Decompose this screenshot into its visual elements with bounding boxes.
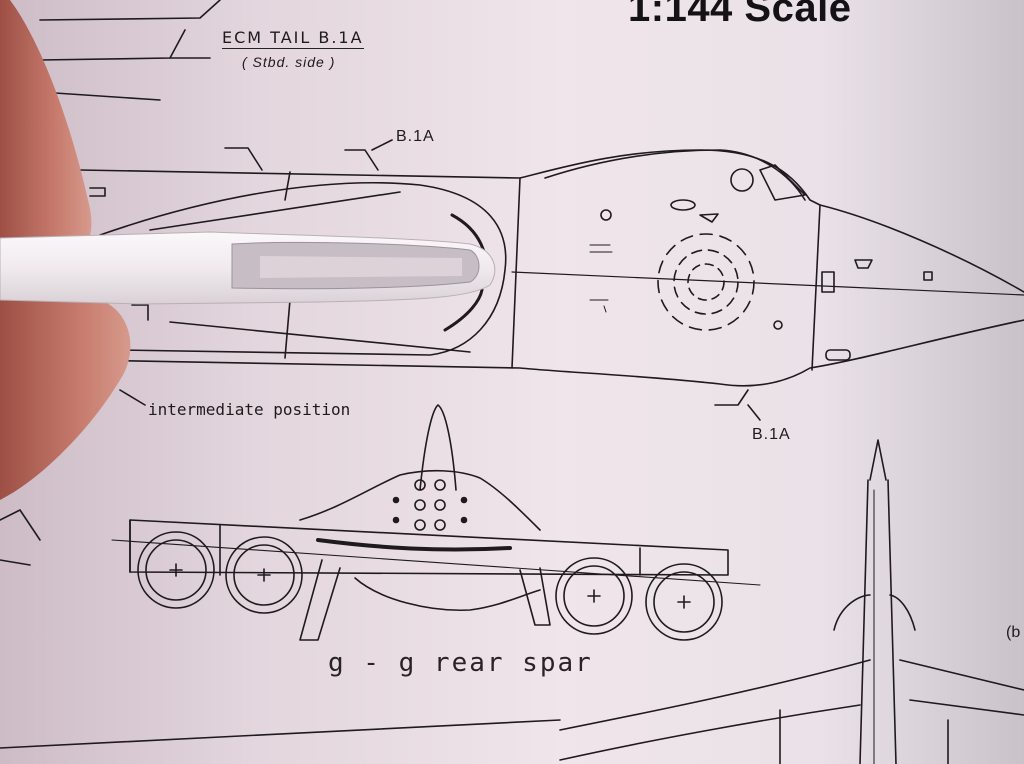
stbd-side-label: ( Stbd. side ) [242,54,336,70]
b1a-top-label: B.1A [396,128,435,145]
thumb [0,0,92,262]
finger [0,290,131,500]
rear-spar-section [111,404,761,641]
b1a-bottom-label: B.1A [752,426,791,443]
top-left-fragment [39,0,221,101]
left-edge-fragment [0,509,41,566]
rear-spar-label: g - g rear spar [328,648,593,678]
ecm-tail-title: ECM TAIL B.1A [222,28,364,49]
edge-fragment-label: (b [1006,624,1021,641]
scale-title: 1:144 Scale [628,0,852,30]
tail-plan-view [0,439,1024,764]
intermediate-position-label: intermediate position [148,400,351,419]
